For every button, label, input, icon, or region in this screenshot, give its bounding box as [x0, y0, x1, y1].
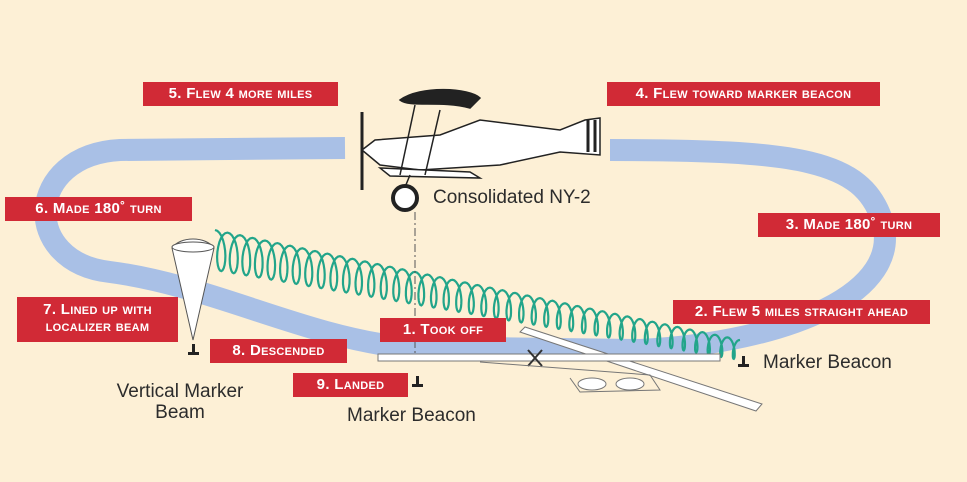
- vertical-marker-caption: Vertical Marker Beam: [100, 381, 260, 423]
- cone-top: [171, 241, 215, 253]
- taxiway: [479, 361, 661, 393]
- step-2-label: 2. Flew 5 miles straight ahead: [673, 300, 930, 324]
- hangar-1: [577, 377, 607, 391]
- beacon-icon: [188, 344, 199, 355]
- marker-beacon-bottom-caption: Marker Beacon: [347, 405, 476, 426]
- step-4-label: 4. Flew toward marker beacon: [607, 82, 880, 106]
- flight-path: [34, 137, 896, 362]
- hangar-2: [615, 377, 645, 391]
- beacon-icon: [738, 356, 749, 367]
- runway-x-mark: [527, 349, 543, 367]
- step-1-label: 1. Took off: [380, 318, 506, 342]
- vertical-marker-line-1: Vertical Marker: [116, 381, 244, 402]
- diagonal-runway: [519, 326, 763, 412]
- vertical-marker-line-2: Beam: [155, 402, 205, 423]
- marker-beacon-right-caption: Marker Beacon: [763, 352, 892, 373]
- step-9-label: 9. Landed: [293, 373, 408, 397]
- step-6-label: 6. Made 180˚ turn: [5, 197, 192, 221]
- main-runway: [377, 353, 721, 362]
- step-7-label: 7. Lined up with localizer beam: [17, 297, 178, 342]
- biplane-icon: [360, 88, 601, 212]
- step-7-line-1: 7. Lined up with: [43, 301, 152, 318]
- localizer-beam-coil: [214, 228, 741, 361]
- beacon-icon: [412, 376, 423, 387]
- step-3-label: 3. Made 180˚ turn: [758, 213, 940, 237]
- step-5-label: 5. Flew 4 more miles: [143, 82, 338, 106]
- step-7-line-2: localizer beam: [45, 318, 150, 335]
- aircraft-caption: Consolidated NY-2: [433, 187, 591, 208]
- step-8-label: 8. Descended: [210, 339, 347, 363]
